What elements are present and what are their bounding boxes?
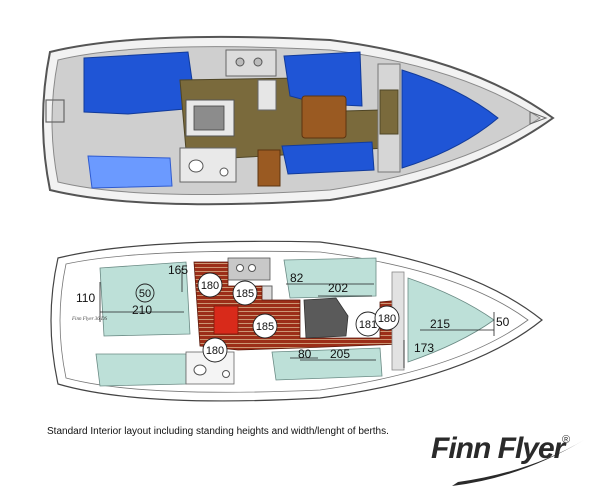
dim-210: 210 xyxy=(132,303,152,317)
dim-215: 215 xyxy=(430,317,450,331)
saloon-port-settee-plan xyxy=(283,257,377,299)
height-185-galley: 185 xyxy=(236,288,254,300)
standing-heights: 50 180 185 185 181 180 180 xyxy=(135,272,400,363)
dim-82: 82 xyxy=(290,271,304,285)
heads-compartment xyxy=(179,147,237,183)
height-181: 181 xyxy=(359,319,377,331)
height-50: 50 xyxy=(139,288,151,300)
dim-202: 202 xyxy=(328,281,348,295)
saloon-starboard-settee xyxy=(281,141,375,175)
height-185-saloon: 185 xyxy=(256,321,274,333)
dim-165: 165 xyxy=(168,263,188,277)
dim-110: 110 xyxy=(76,291,95,305)
saloon-table-plan xyxy=(303,297,349,339)
height-180-aft: 180 xyxy=(201,280,219,292)
hull-tag: Finn Flyer 36 DS xyxy=(71,317,108,322)
height-180-forward: 180 xyxy=(378,313,396,325)
top-plan-render xyxy=(42,35,555,206)
saloon-table xyxy=(301,95,347,139)
saloon-starboard-settee-plan xyxy=(271,347,383,381)
galley-counter xyxy=(225,49,277,77)
forward-v-berth-cushion xyxy=(401,69,499,169)
height-180-heads: 180 xyxy=(206,345,224,357)
brand-registered-mark: ® xyxy=(562,434,571,446)
dimension-lines xyxy=(99,268,495,368)
brand-swoosh xyxy=(452,440,584,486)
brand-logo-text: Finn Flyer xyxy=(431,432,565,465)
bottom-plan-dimensioned: Finn Flyer 36 DS 110 210 165 82 202 215 … xyxy=(50,240,543,402)
aft-starboard-berth xyxy=(95,353,187,387)
layout-caption: Standard Interior layout including stand… xyxy=(47,426,389,437)
aft-port-berth-cushion xyxy=(83,51,197,115)
dim-205: 205 xyxy=(330,347,350,361)
dim-173: 173 xyxy=(414,341,434,355)
dim-50-bow: 50 xyxy=(496,315,510,329)
aft-starboard-berth-cushion xyxy=(87,155,173,189)
dim-80: 80 xyxy=(298,347,312,361)
